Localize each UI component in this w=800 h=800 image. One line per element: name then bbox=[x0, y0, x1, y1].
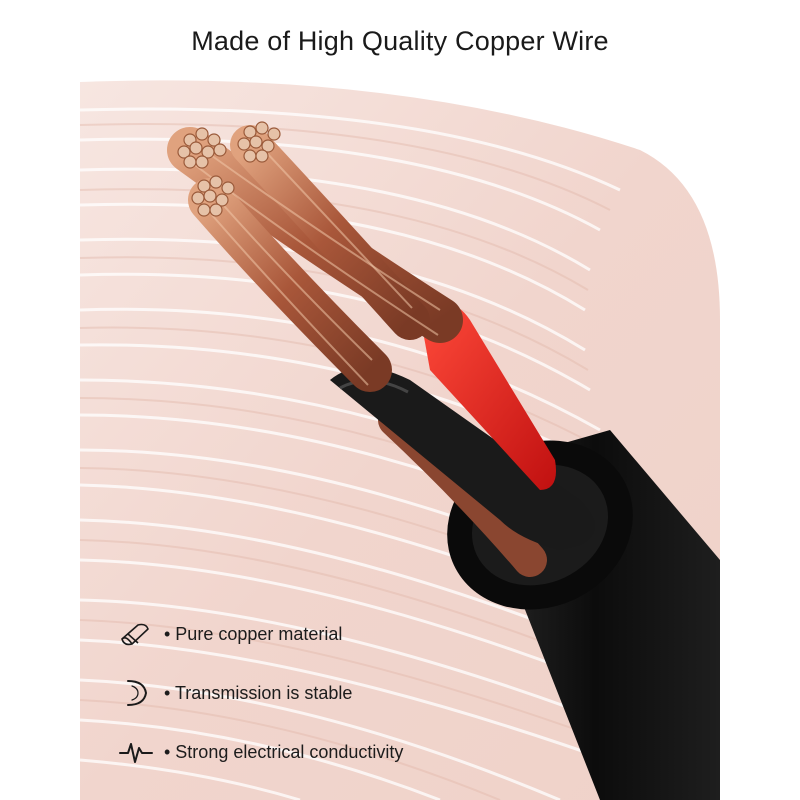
stable-transmission-icon bbox=[118, 675, 156, 711]
feature-label: • Pure copper material bbox=[164, 623, 343, 644]
copper-material-icon bbox=[118, 616, 156, 652]
pulse-signal-icon bbox=[118, 734, 156, 770]
feature-label: • Transmission is stable bbox=[164, 682, 353, 703]
page-title: Made of High Quality Copper Wire bbox=[191, 26, 609, 56]
feature-item-conductivity: • Strong electrical conductivity bbox=[118, 734, 403, 770]
feature-item-transmission: • Transmission is stable bbox=[118, 675, 352, 711]
feature-item-copper: • Pure copper material bbox=[118, 616, 342, 652]
feature-label: • Strong electrical conductivity bbox=[164, 741, 404, 762]
